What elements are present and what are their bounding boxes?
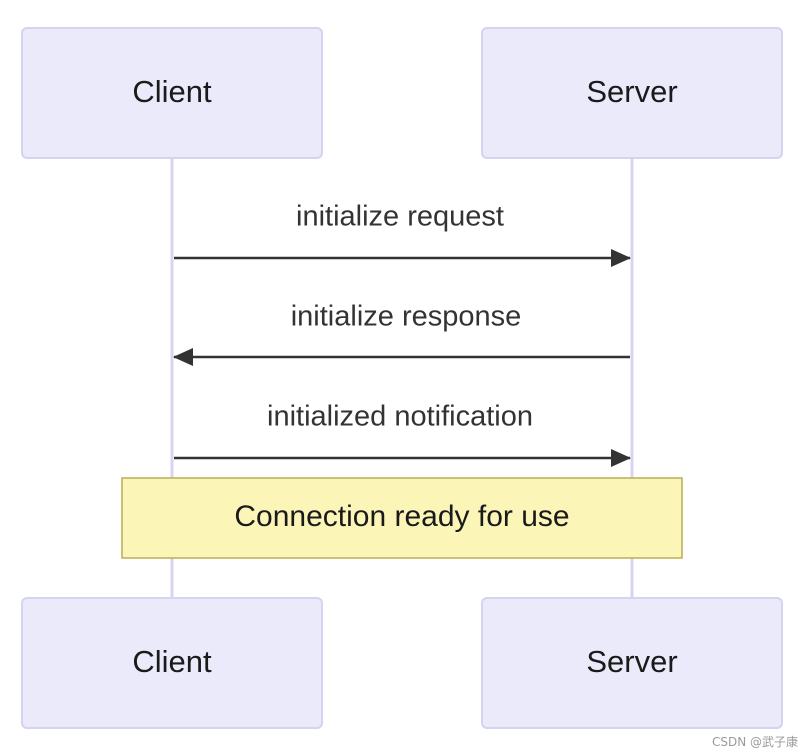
message-initialize-response: initialize response <box>173 301 630 366</box>
client-actor-top: Client <box>21 27 323 159</box>
message-label: initialize response <box>291 301 522 333</box>
server-actor-label: Server <box>586 74 677 109</box>
server-actor-label: Server <box>586 644 677 679</box>
client-actor-label: Client <box>132 644 212 679</box>
watermark: CSDN @武子康 <box>711 735 798 749</box>
server-actor-top: Server <box>481 27 783 159</box>
server-actor-bottom: Server <box>481 597 783 729</box>
message-label: initialized notification <box>267 401 533 433</box>
note-text: Connection ready for use <box>234 500 569 533</box>
message-label: initialize request <box>296 201 504 233</box>
message-initialize-request: initialize request <box>174 201 631 267</box>
client-actor-label: Client <box>132 74 212 109</box>
client-actor-bottom: Client <box>21 597 323 729</box>
message-initialized-notification: initialized notification <box>174 401 631 467</box>
note-box: Connection ready for use <box>121 477 683 559</box>
